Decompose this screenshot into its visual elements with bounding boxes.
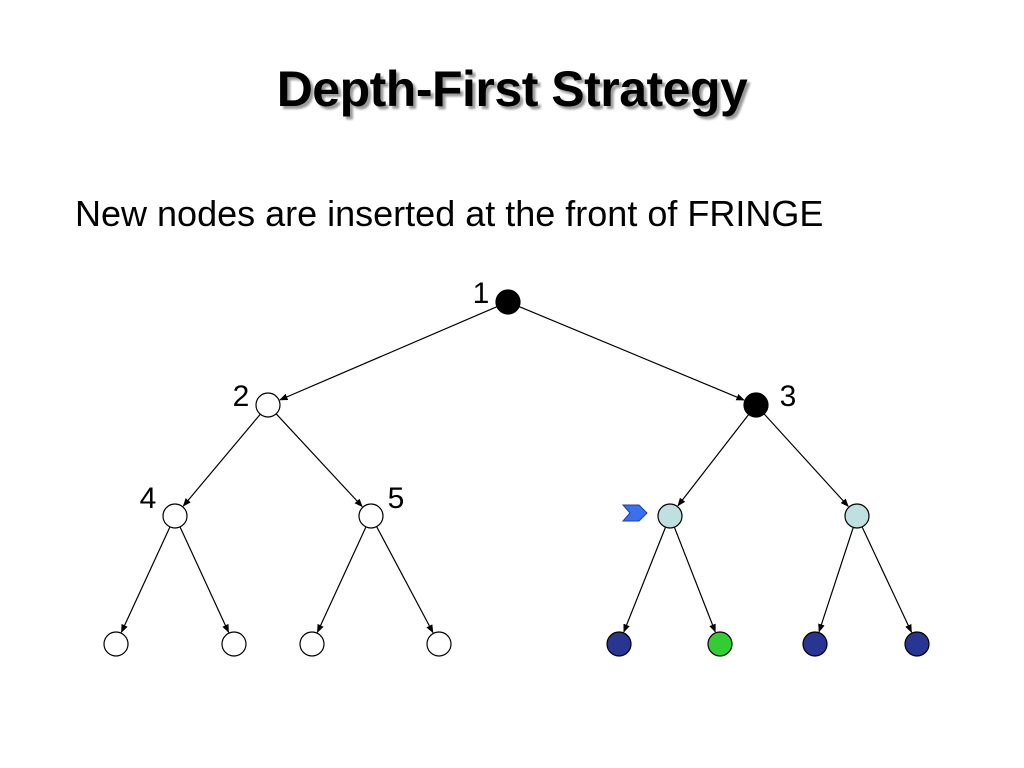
tree-edge-n2-n5 [275,413,363,508]
tree-nodes [103,289,930,657]
tree-node-n10 [299,631,325,657]
tree-edge-n4-n9 [179,526,230,633]
tree-node-n5 [358,503,384,529]
tree-edge-n6-n12 [623,526,667,633]
tree-edge-n6-n13 [673,526,716,633]
tree-edge-n5-n10 [316,526,367,633]
tree-node-n2 [255,392,281,418]
tree-edge-n2-n4 [182,413,261,507]
tree-edge-n3-n6 [677,414,750,507]
tree-node-n3 [743,392,769,418]
node-label-4: 4 [140,482,157,515]
tree-node-n12 [606,631,632,657]
tree-edge-n1-n2 [279,306,498,401]
tree-node-n9 [221,631,247,657]
tree-edge-n7-n14 [818,527,854,633]
node-label-2: 2 [233,380,250,413]
node-label-5: 5 [388,482,405,515]
node-label-3: 3 [780,380,797,413]
tree-edge-n1-n3 [518,306,745,401]
tree-edges [120,306,913,634]
tree-node-n13 [707,631,733,657]
fringe-pointer-icon [621,504,648,522]
tree-edge-n3-n7 [763,413,849,508]
slide-title: Depth-First Strategy [276,61,748,117]
tree-edge-n4-n8 [120,526,171,633]
tree-node-n4 [162,503,188,529]
tree-node-n6 [657,503,683,529]
tree-node-n15 [904,631,930,657]
tree-node-n8 [103,631,129,657]
fringe-pointer [621,504,648,522]
tree-edge-n5-n11 [376,526,434,634]
slide-subtitle: New nodes are inserted at the front of F… [75,193,824,234]
tree-node-n7 [844,503,870,529]
tree-node-n11 [426,631,452,657]
node-label-1: 1 [473,277,490,310]
tree-edge-n7-n15 [861,526,913,633]
tree-node-n14 [802,631,828,657]
tree-labels: 1 2 3 4 5 [140,277,797,515]
tree-node-n1 [495,289,521,315]
